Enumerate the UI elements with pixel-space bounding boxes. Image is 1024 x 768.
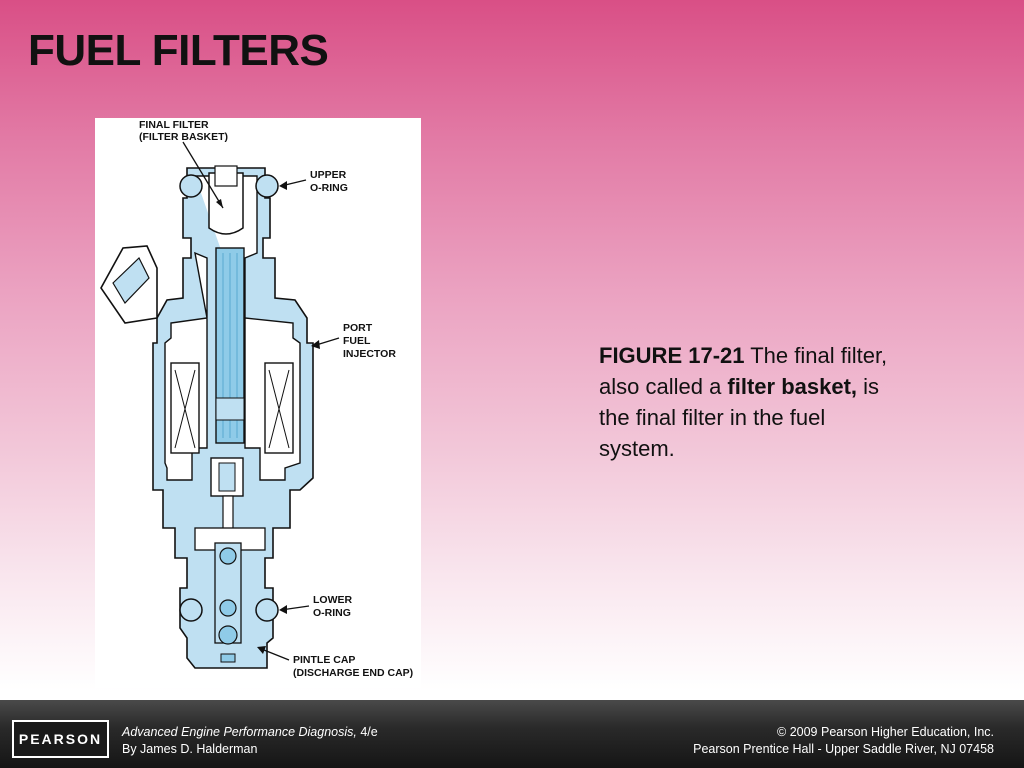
final-filter-basket [208,172,244,235]
figure-caption: FIGURE 17-21 The final filter, also call… [599,340,889,464]
caption-text-1: The final filter, also called a [599,343,888,399]
caption-bold-term: filter basket, [727,374,858,399]
footer-book-info: Advanced Engine Performance Diagnosis, 4… [122,724,378,758]
injector-diagram: FINAL FILTER (FILTER BASKET) UPPER O-RIN… [100,119,413,679]
label-upper-o-ring: UPPER [310,169,347,181]
slide-title: FUEL FILTERS [28,26,329,75]
label-final-filter-sub: (FILTER BASKET) [139,131,228,143]
label-fuel: FUEL [343,335,371,347]
label-upper-o-ring-sub: O-RING [310,182,348,194]
label-lower-o-ring: LOWER [313,594,352,606]
label-lower-o-ring-sub: O-RING [313,607,351,619]
footer-copyright: © 2009 Pearson Higher Education, Inc. Pe… [693,724,994,758]
lower-o-ring-right [255,598,279,622]
publisher-text: Pearson Prentice Hall - Upper Saddle Riv… [693,742,994,756]
upper-o-ring-right [255,174,279,198]
label-pintle-cap: PINTLE CAP [293,654,355,666]
footer: PEARSON Advanced Engine Performance Diag… [0,700,1024,768]
injector-figure: FINAL FILTER (FILTER BASKET) UPPER O-RIN… [95,118,421,688]
lower-o-ring-left [179,598,203,622]
book-title: Advanced Engine Performance Diagnosis, [122,725,357,739]
pearson-logo: PEARSON [12,720,109,758]
label-final-filter: FINAL FILTER [139,119,209,131]
label-pintle-cap-sub: (DISCHARGE END CAP) [293,667,413,679]
upper-o-ring-left [179,174,203,198]
label-injector: INJECTOR [343,348,396,360]
copyright-text: © 2009 Pearson Higher Education, Inc. [777,725,994,739]
label-port: PORT [343,322,373,334]
book-edition: 4/e [356,725,378,739]
figure-number: FIGURE 17-21 [599,343,745,368]
caption-text-2: is the final filter in the fuel system. [599,374,880,461]
book-author: By James D. Halderman [122,742,258,756]
